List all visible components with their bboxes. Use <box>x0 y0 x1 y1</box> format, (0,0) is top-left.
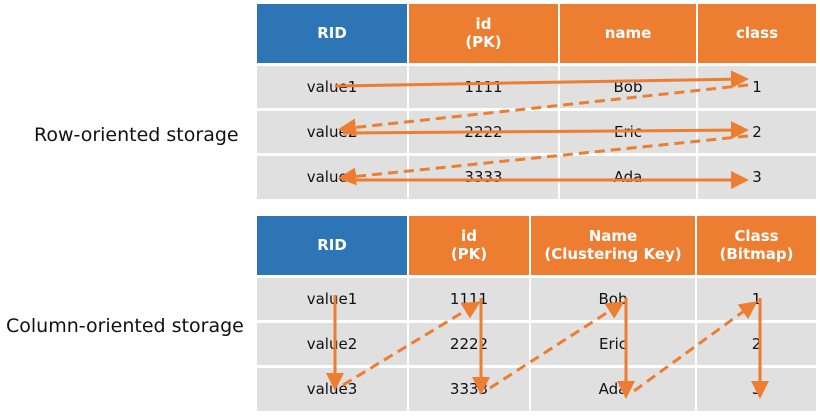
table-row: value2 2222 Eric 2 <box>257 319 816 366</box>
row-table-header: RID id (PK) name class <box>257 4 816 64</box>
table-row: value1 1111 Bob 1 <box>257 274 816 321</box>
column-header-rid: RID <box>257 216 409 276</box>
column-header-class: Class (Bitmap) <box>696 216 816 276</box>
column-oriented-table: RID id (PK) Name (Clustering Key) Class … <box>257 216 816 411</box>
column-cell-id: 1111 <box>408 274 531 321</box>
column-cell-class: 2 <box>696 319 816 366</box>
row-cell-id: 1111 <box>408 62 560 109</box>
row-cell-rid: value2 <box>257 107 409 154</box>
column-cell-class: 3 <box>696 364 816 411</box>
column-cell-name: Ada <box>530 364 697 411</box>
table-row: value2 2222 Eric 2 <box>257 107 816 154</box>
column-header-name: Name (Clustering Key) <box>530 216 697 276</box>
column-cell-name: Bob <box>530 274 697 321</box>
row-header-class: class <box>697 4 816 64</box>
row-cell-name: Bob <box>559 62 698 109</box>
table-row: value3 3333 Ada 3 <box>257 364 816 411</box>
column-cell-name: Eric <box>530 319 697 366</box>
row-cell-class: 3 <box>697 152 816 199</box>
row-cell-rid: value3 <box>257 152 409 199</box>
column-cell-rid: value3 <box>257 364 409 411</box>
column-header-id: id (PK) <box>408 216 531 276</box>
column-storage-label: Column-oriented storage <box>6 315 244 337</box>
row-cell-name: Eric <box>559 107 698 154</box>
row-oriented-table: RID id (PK) name class value1 1111 Bob 1… <box>257 4 816 199</box>
row-cell-id: 3333 <box>408 152 560 199</box>
row-header-rid: RID <box>257 4 409 64</box>
column-table-header: RID id (PK) Name (Clustering Key) Class … <box>257 216 816 276</box>
column-cell-id: 3333 <box>408 364 531 411</box>
row-header-name: name <box>559 4 698 64</box>
row-cell-class: 2 <box>697 107 816 154</box>
row-cell-rid: value1 <box>257 62 409 109</box>
column-cell-class: 1 <box>696 274 816 321</box>
table-row: value1 1111 Bob 1 <box>257 62 816 109</box>
row-cell-id: 2222 <box>408 107 560 154</box>
column-cell-rid: value1 <box>257 274 409 321</box>
table-row: value3 3333 Ada 3 <box>257 152 816 199</box>
row-cell-class: 1 <box>697 62 816 109</box>
column-cell-id: 2222 <box>408 319 531 366</box>
row-header-id: id (PK) <box>408 4 560 64</box>
column-cell-rid: value2 <box>257 319 409 366</box>
row-cell-name: Ada <box>559 152 698 199</box>
row-storage-label: Row-oriented storage <box>34 124 239 146</box>
